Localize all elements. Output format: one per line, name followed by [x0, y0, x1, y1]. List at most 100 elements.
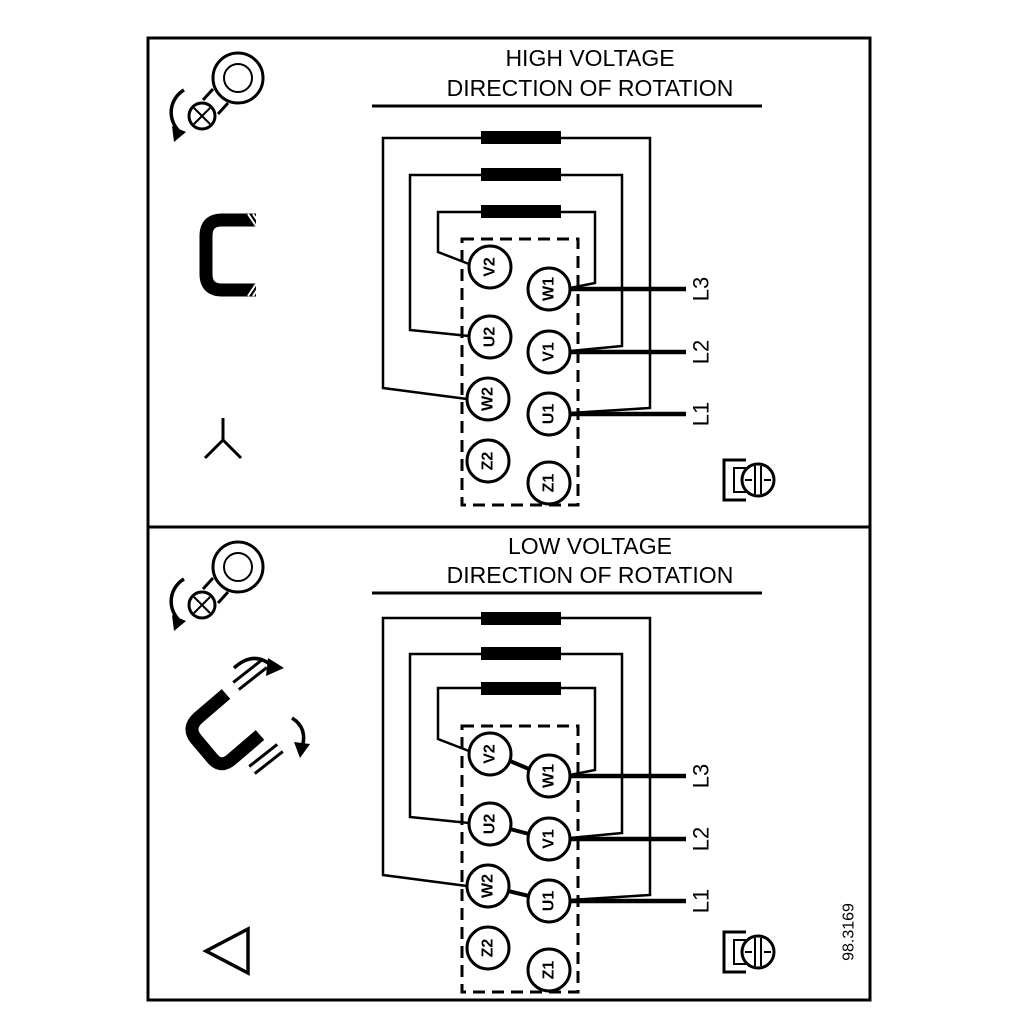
supply-label-L3: L3	[689, 277, 714, 301]
terminal-circle	[465, 925, 511, 971]
link-bracket	[199, 213, 256, 297]
terminal-W1: W1	[526, 266, 572, 312]
screw-body	[201, 576, 215, 591]
terminal-V1: V1	[526, 329, 572, 375]
terminal-circle	[467, 244, 513, 290]
clamp-bracket	[722, 458, 746, 502]
rotation-arrow	[169, 577, 185, 621]
terminal-circle	[467, 314, 513, 360]
winding-wire	[408, 652, 481, 825]
terminal-W2: W2	[465, 863, 511, 909]
screw-shank-end	[223, 63, 253, 93]
phillips-cross	[193, 107, 211, 125]
link-hatch	[247, 283, 257, 297]
screw-rotation-icon	[169, 51, 265, 142]
terminal-label: U1	[541, 891, 558, 912]
rotation-arrow-head	[172, 615, 186, 631]
panel-low-voltage: LOW VOLTAGE DIRECTION OF ROTATION L3 L2 …	[146, 525, 872, 1002]
terminal-box	[460, 237, 580, 507]
screw-body	[216, 101, 230, 116]
terminal-circle	[526, 391, 572, 437]
screw-head	[740, 462, 776, 498]
clamp-bracket-inner	[733, 939, 746, 965]
winding-wire	[381, 136, 481, 401]
terminal-label: W1	[541, 764, 558, 788]
panel-border	[146, 525, 872, 1002]
terminal-V2: V2	[467, 731, 513, 777]
terminal-U2: U2	[467, 314, 513, 360]
terminal-label: Z1	[541, 961, 558, 980]
terminal-circle	[465, 376, 511, 422]
link-hatch	[247, 213, 257, 227]
panel-title: HIGH VOLTAGE	[505, 45, 674, 71]
winding-bar	[481, 612, 561, 625]
winding-bar	[481, 168, 561, 181]
phillips-cross	[193, 596, 211, 614]
panel-subtitle: DIRECTION OF ROTATION	[447, 75, 734, 101]
terminal-box	[460, 724, 580, 994]
screw-rotation-icon	[169, 540, 265, 631]
terminal-W2: W2	[465, 376, 511, 422]
terminal-label: Z2	[480, 939, 497, 958]
terminal-label: U2	[482, 327, 499, 348]
winding-wire	[561, 652, 624, 840]
winding-wire	[561, 173, 624, 353]
terminal-Z1: Z1	[526, 947, 572, 993]
winding-wire	[436, 686, 481, 753]
star-arm	[203, 438, 225, 460]
terminal-circle	[526, 460, 572, 506]
terminal-circle	[465, 438, 511, 484]
screw-body	[216, 590, 230, 605]
screw-shank-end	[223, 552, 253, 582]
terminal-U1: U1	[526, 878, 572, 924]
terminal-label: W2	[480, 387, 497, 411]
terminal-label: V2	[482, 257, 499, 277]
terminal-label: V2	[482, 744, 499, 764]
terminal-circle	[526, 816, 572, 862]
rotation-arrow	[169, 88, 185, 132]
panel-title: LOW VOLTAGE	[508, 533, 672, 559]
screw-head	[211, 540, 265, 594]
terminal-label: W2	[480, 874, 497, 898]
terminal-circle	[526, 878, 572, 924]
link-strap-core	[250, 745, 282, 773]
terminal-V2: V2	[467, 244, 513, 290]
terminal-circle	[526, 266, 572, 312]
terminal-U1: U1	[526, 391, 572, 437]
winding-wire	[561, 686, 597, 777]
delta-triangle	[202, 926, 250, 976]
delta-link	[509, 759, 530, 771]
screw-head	[740, 934, 776, 970]
terminal-label: W1	[541, 277, 558, 301]
link-bracket	[185, 689, 265, 771]
terminal-V1: V1	[526, 816, 572, 862]
move-arrow-head	[266, 658, 284, 676]
winding-wire	[408, 173, 481, 338]
delta-link	[507, 889, 530, 898]
figure-reference-number: 98.3169	[841, 903, 858, 961]
clamp-bracket	[722, 930, 746, 974]
delta-link	[509, 827, 530, 836]
terminal-label: Z1	[541, 474, 558, 493]
winding-bar	[481, 205, 561, 218]
terminal-circle	[467, 801, 513, 847]
winding-bar	[481, 131, 561, 144]
terminal-label: V1	[541, 829, 558, 849]
clamp-bracket-inner	[733, 467, 746, 493]
terminal-circle	[526, 753, 572, 799]
supply-label-L1: L1	[689, 889, 714, 913]
link-strap-core	[234, 661, 266, 689]
screw-tip	[187, 101, 217, 131]
terminal-U2: U2	[467, 801, 513, 847]
winding-wire	[561, 616, 652, 902]
terminal-circle	[465, 863, 511, 909]
terminal-label: U1	[541, 404, 558, 425]
supply-label-L2: L2	[689, 827, 714, 851]
terminal-circle	[467, 731, 513, 777]
rotation-arrow-head	[172, 126, 186, 142]
terminal-label: Z2	[480, 452, 497, 471]
supply-label-L2: L2	[689, 340, 714, 364]
terminal-circle	[526, 329, 572, 375]
